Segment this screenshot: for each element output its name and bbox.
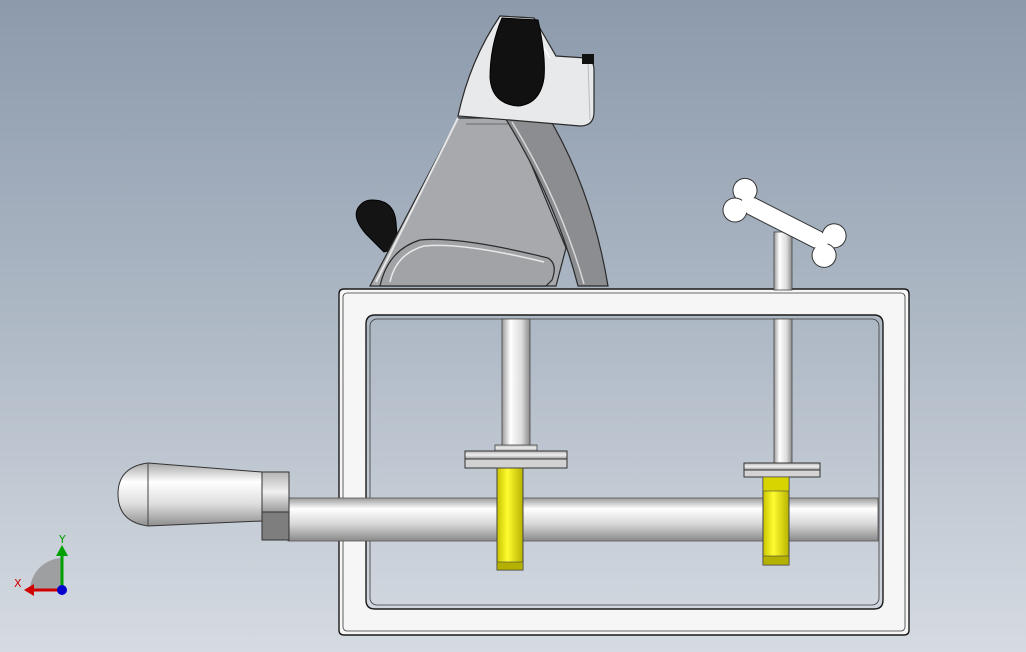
right-follower-rod[interactable] [743,231,821,478]
dog-nose[interactable] [582,54,594,64]
dog-tail[interactable] [355,199,399,253]
dog-front-leg[interactable] [502,115,609,287]
frame-box[interactable] [338,288,910,636]
coordinate-triad: Y X [14,533,68,596]
y-axis-arrowhead [56,545,68,556]
y-axis-label: Y [58,533,66,546]
dog-figure[interactable] [355,15,609,287]
x-axis-arrowhead [24,584,34,596]
left-follower-rod[interactable] [464,318,568,469]
z-axis-origin [57,585,67,595]
left-cam[interactable] [496,467,524,571]
x-axis-label: X [14,577,22,590]
right-cam[interactable] [762,476,790,566]
crank-handle[interactable] [117,462,290,541]
dog-ear[interactable] [489,17,545,107]
bone[interactable] [719,174,850,271]
